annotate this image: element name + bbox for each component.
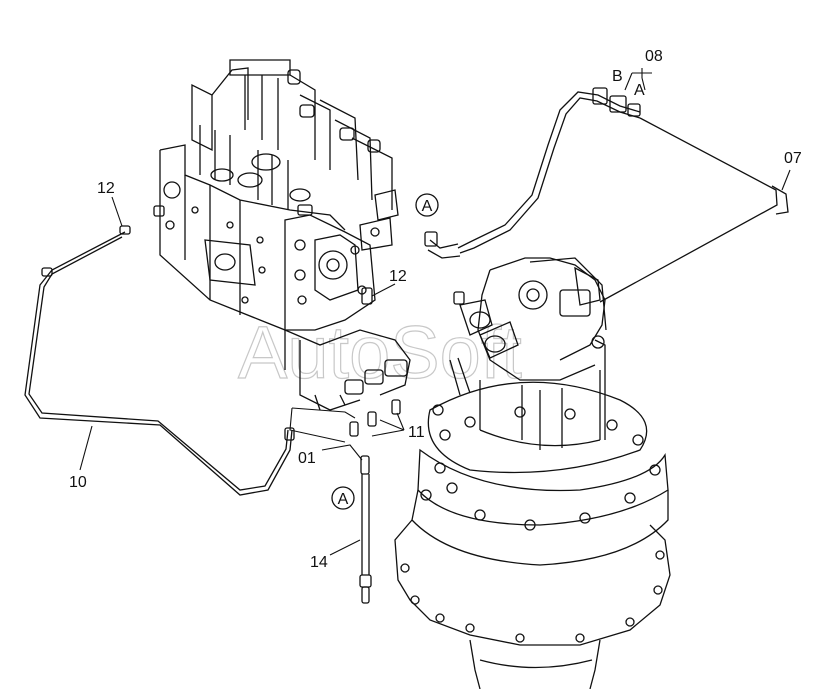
hose-14 bbox=[359, 455, 372, 604]
marker-a-bottom-label: A bbox=[338, 491, 349, 508]
control-valve-assembly bbox=[159, 59, 411, 411]
part-label-07: 07 bbox=[784, 150, 802, 167]
valve-fittings bbox=[119, 205, 408, 437]
part-label-08: 08 bbox=[645, 48, 663, 65]
port-label-a: A bbox=[634, 82, 645, 99]
part-label-12-left: 12 bbox=[97, 180, 115, 197]
leader-lines bbox=[79, 68, 791, 556]
marker-a-top-label: A bbox=[422, 198, 433, 215]
tube-07 bbox=[599, 117, 789, 303]
part-label-11: 11 bbox=[408, 424, 425, 441]
part-label-14: 14 bbox=[310, 554, 328, 571]
part-label-01: 01 bbox=[298, 450, 316, 467]
pipe-10 bbox=[24, 231, 295, 496]
swing-motor-assembly bbox=[394, 257, 671, 690]
marker-a-top: A bbox=[415, 193, 439, 217]
hose-08 bbox=[424, 87, 641, 259]
part-labels: 12 12 11 01 10 14 08 07 B A bbox=[69, 48, 802, 571]
part-label-12-right: 12 bbox=[389, 268, 407, 285]
part-label-10: 10 bbox=[69, 474, 87, 491]
marker-a-bottom: A bbox=[331, 486, 355, 510]
port-label-b: B bbox=[612, 68, 623, 85]
